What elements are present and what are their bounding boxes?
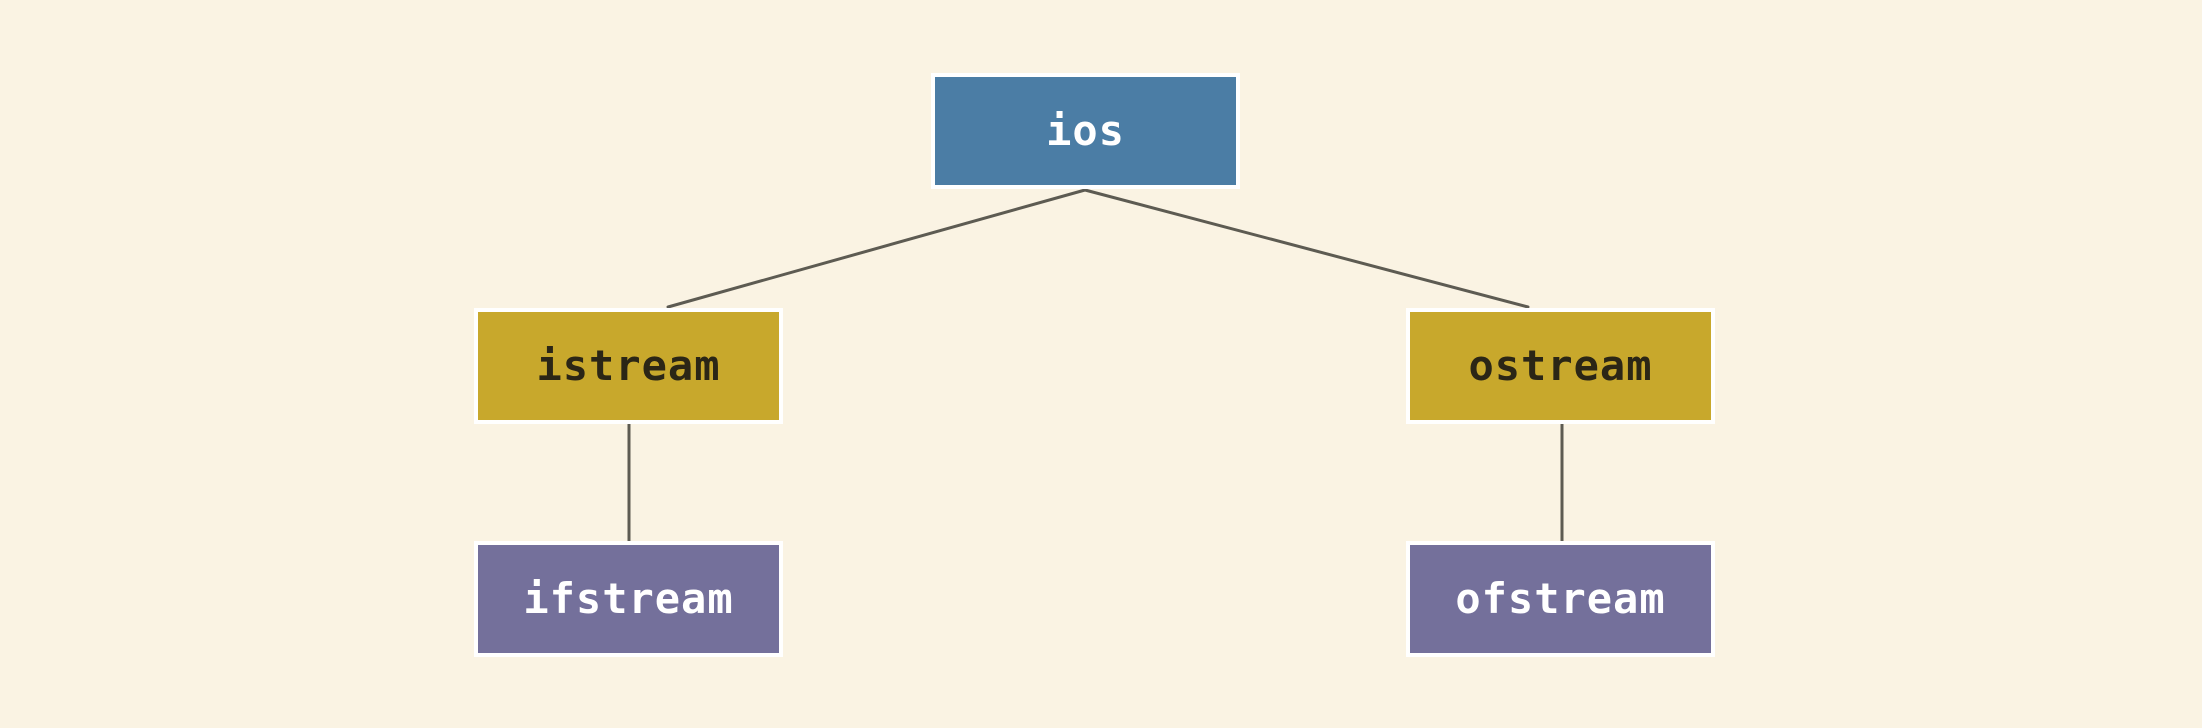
node-ostream-label: ostream (1468, 341, 1653, 390)
node-ostream: ostream (1406, 308, 1715, 424)
node-ifstream: ifstream (474, 541, 783, 657)
connector-ios-ostream (1083, 188, 1530, 309)
node-ofstream: ofstream (1406, 541, 1715, 657)
node-ofstream-label: ofstream (1455, 574, 1666, 623)
node-ios: ios (931, 73, 1240, 189)
node-istream-label: istream (536, 341, 721, 390)
node-ifstream-label: ifstream (523, 574, 734, 623)
node-istream: istream (474, 308, 783, 424)
node-ios-label: ios (1046, 106, 1125, 155)
connector-ios-istream (666, 188, 1087, 309)
